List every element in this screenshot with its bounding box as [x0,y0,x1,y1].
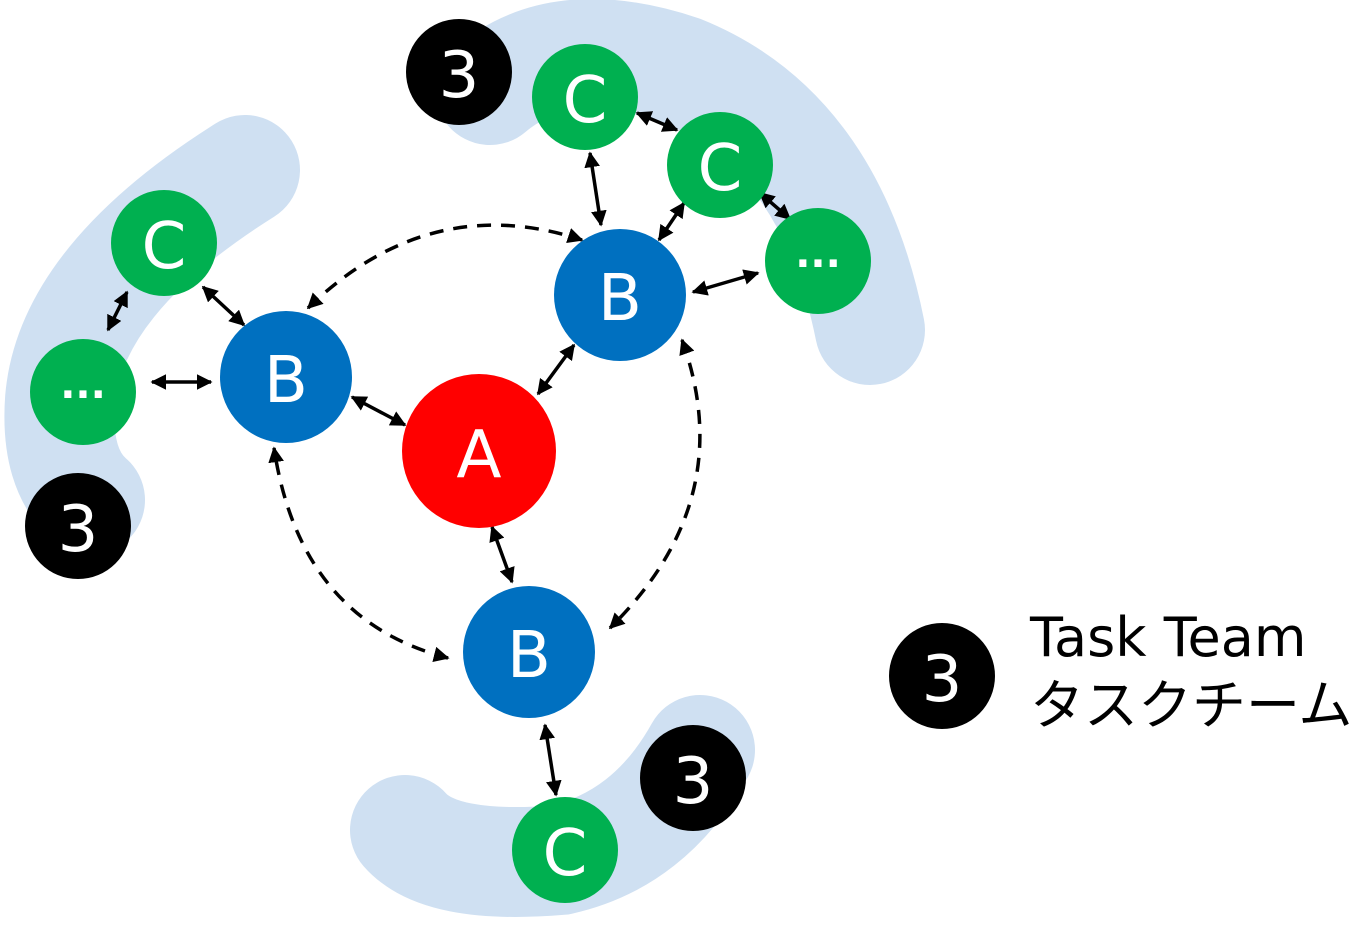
node-more-left: ... [30,339,136,445]
legend-badge [889,623,995,729]
link-b1-c1 [201,285,246,327]
node-b-right: B [554,229,686,361]
link-a-b2 [536,343,576,396]
link-c1-more1 [106,290,129,332]
team-badge-left: 3 [25,473,131,579]
link-b3-c4 [539,723,562,797]
node-c-label: C [698,132,743,206]
link-c3-more2 [758,191,792,221]
team-badge-top: 3 [406,19,512,125]
node-b-label: B [598,262,642,336]
node-c-label: C [543,817,588,891]
dashed-link-b3-b1 [268,446,450,663]
team-badge-label: 3 [58,493,99,567]
dashed-link-b2-b3 [608,338,702,630]
node-more-right: ... [765,208,871,314]
node-b-bottom: B [463,586,595,718]
node-c-label: C [142,210,187,284]
link-b2-c3 [657,201,686,242]
node-a: A [402,374,556,528]
node-c-bottom: C [512,797,618,903]
team-badge-bottom: 3 [640,725,746,831]
link-b2-more2 [691,269,760,296]
node-b-label: B [507,619,551,693]
link-c2-c3 [635,111,679,132]
node-b-left: B [220,311,352,443]
node-c-left: C [111,190,217,296]
node-more-label: ... [795,231,841,277]
link-a-b3 [489,525,515,584]
node-c-top: C [532,44,638,150]
team-badge-label: 3 [439,39,480,113]
legend: 3 Task Team タスクチーム [889,606,1352,737]
legend-label-ja: タスクチーム [1030,674,1352,737]
node-a-label: A [456,417,501,494]
node-c-label: C [563,64,608,138]
team-badge-label: 3 [673,745,714,819]
node-b-label: B [264,344,308,418]
dashed-link-b1-b2 [306,223,584,310]
link-a-b1 [350,395,407,427]
legend-badge-label: 3 [922,643,963,717]
link-b2-c2 [584,151,607,227]
node-more-label: ... [60,362,106,408]
legend-label-en: Task Team [1029,606,1306,669]
node-c-top-right: C [667,112,773,218]
